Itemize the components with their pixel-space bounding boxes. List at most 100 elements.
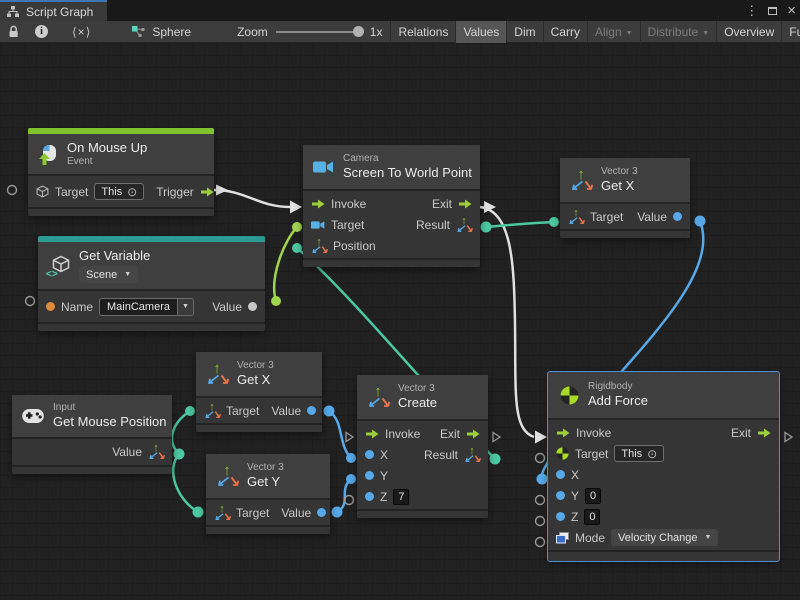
node-screen-to-world-point[interactable]: Camera Screen To World Point Invoke Exit [303,145,480,267]
variable-name-dropdown[interactable]: MainCamera [99,298,194,316]
dim-button[interactable]: Dim [506,21,542,43]
port-dot[interactable] [324,406,335,417]
port-dot[interactable] [174,449,185,460]
flow-arrow-icon[interactable] [556,428,570,438]
node-get-variable[interactable]: <> Get Variable Scene Name MainCamera Va… [38,236,265,331]
align-button[interactable]: Align [587,21,640,43]
inspect-button[interactable]: i [27,21,56,43]
node-header: Vector 3 Get Y [206,454,330,498]
port-label: Exit [440,427,460,441]
unconnected-port[interactable] [536,454,545,463]
values-button[interactable]: Values [455,21,506,43]
flow-arrow-icon[interactable] [757,428,771,438]
flow-arrow-icon[interactable] [311,199,325,209]
node-get-x-mid[interactable]: Vector 3 Get X Target Value [196,352,322,432]
vector3-icon[interactable] [568,209,584,225]
tab-script-graph[interactable]: Script Graph [0,0,107,21]
node-title: Get X [237,372,274,388]
float-port-dot[interactable] [365,450,374,459]
unconnected-port[interactable] [8,186,17,195]
node-category: Vector 3 [398,383,437,395]
port-dot[interactable] [549,217,559,227]
vector3-icon[interactable] [148,444,164,460]
fullscreen-button[interactable]: Full Screen [781,21,800,43]
port-dot[interactable] [695,216,706,227]
node-on-mouse-up[interactable]: On Mouse Up Event Target This Trigger [28,128,214,216]
port-label: Value [637,210,667,224]
lock-button[interactable] [0,21,27,43]
node-category: Vector 3 [601,166,638,178]
y-value-field[interactable]: 0 [585,488,601,504]
z-value-field[interactable]: 0 [584,509,600,525]
zoom-slider-handle[interactable] [353,26,364,37]
node-create-vector3[interactable]: Vector 3 Create Invoke Exit X Result [357,375,488,518]
variable-scope-dropdown[interactable]: Scene [79,266,138,283]
code-preview-button[interactable] [56,21,107,43]
graph-target-button[interactable]: Sphere [123,21,199,43]
float-port-dot[interactable] [556,512,565,521]
unconnected-port[interactable] [26,297,35,306]
vector3-icon [367,386,389,408]
target-self-pill[interactable]: This [94,183,144,200]
port-row-target: Target This [548,443,779,464]
port-dot[interactable] [332,507,343,518]
port-dot[interactable] [537,474,548,485]
flow-arrow-icon[interactable] [200,187,214,197]
target-self-pill[interactable]: This [614,445,664,462]
overview-button[interactable]: Overview [716,21,781,43]
port-row-target-value: Target Value [196,400,322,421]
maximize-icon[interactable] [768,7,777,15]
node-get-x-top[interactable]: Vector 3 Get X Target Value [560,158,690,238]
vector3-icon[interactable] [464,447,480,463]
node-add-force[interactable]: Rigidbody Add Force Invoke Exit [548,372,779,561]
port-dot[interactable] [292,243,302,253]
port-dot[interactable] [185,406,195,416]
unconnected-port[interactable] [536,517,545,526]
window-menu-icon[interactable] [745,0,758,22]
float-port-dot[interactable] [556,491,565,500]
port-label: Z [380,490,387,504]
unconnected-flow-port[interactable] [785,433,792,442]
node-get-mouse-position[interactable]: Input Get Mouse Position Value [12,395,172,474]
node-footer [303,258,480,267]
object-port-dot[interactable] [248,302,257,311]
port-dot[interactable] [490,454,501,465]
flow-arrowhead [535,431,547,444]
float-port-dot[interactable] [365,492,374,501]
zoom-slider[interactable] [276,31,362,33]
port-dot[interactable] [346,453,356,463]
unconnected-flow-port[interactable] [493,433,500,442]
flow-arrow-icon[interactable] [466,429,480,439]
string-port-dot[interactable] [46,302,55,311]
vector3-icon[interactable] [214,505,230,521]
pill-value: This [621,448,642,460]
vector3-icon[interactable] [456,217,472,233]
carry-button[interactable]: Carry [543,21,587,43]
port-dot[interactable] [481,222,492,233]
rigidbody-icon [560,386,579,405]
unconnected-flow-port[interactable] [346,433,353,442]
port-label: Value [281,506,311,520]
float-port-dot[interactable] [673,212,682,221]
z-value-field[interactable]: 7 [393,489,409,505]
port-dot[interactable] [271,296,281,306]
unconnected-port[interactable] [536,538,545,547]
close-icon[interactable] [787,0,796,22]
relations-button[interactable]: Relations [390,21,455,43]
port-dot[interactable] [193,507,204,518]
vector3-icon[interactable] [204,403,220,419]
node-get-y[interactable]: Vector 3 Get Y Target Value [206,454,330,534]
distribute-button[interactable]: Distribute [640,21,717,43]
port-dot[interactable] [346,474,356,484]
unconnected-port[interactable] [536,496,545,505]
mode-dropdown[interactable]: Velocity Change [611,529,718,546]
float-port-dot[interactable] [365,471,374,480]
float-port-dot[interactable] [556,470,565,479]
flow-arrow-icon[interactable] [365,429,379,439]
float-port-dot[interactable] [307,406,316,415]
float-port-dot[interactable] [317,508,326,517]
vector3-icon[interactable] [311,238,327,254]
graph-canvas[interactable]: On Mouse Up Event Target This Trigger [0,43,800,600]
flow-arrow-icon[interactable] [458,199,472,209]
port-dot[interactable] [292,222,302,232]
